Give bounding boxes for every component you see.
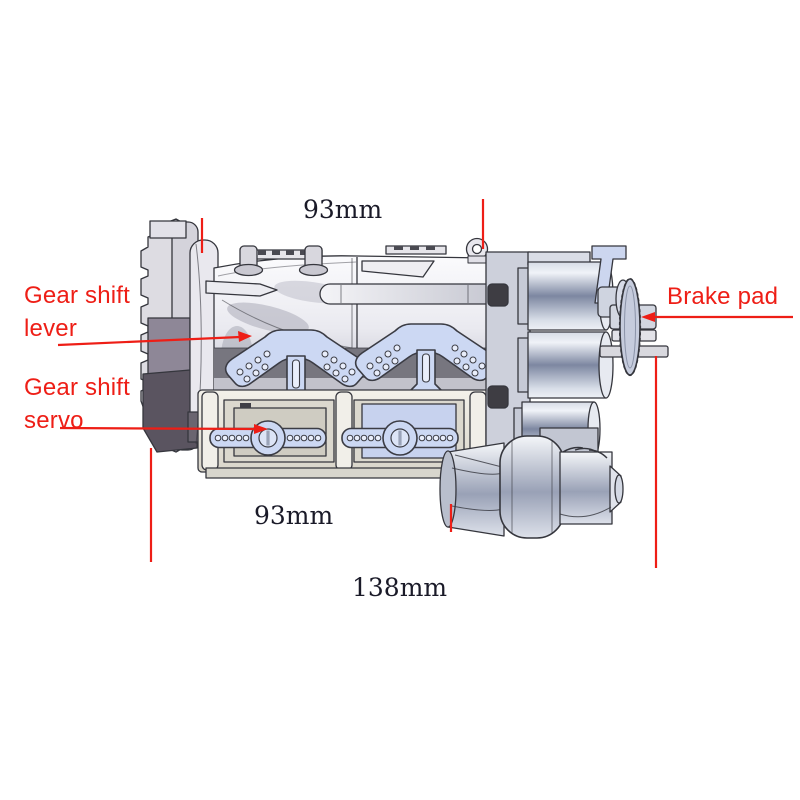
servo-bay bbox=[197, 389, 505, 479]
dimension-servo-bay-width: 93mm bbox=[254, 501, 334, 530]
mounting-post bbox=[233, 245, 264, 277]
mounting-post bbox=[298, 245, 329, 277]
arrowhead-brake-pad bbox=[641, 312, 655, 322]
callout-gear-shift-lever: Gear shift lever bbox=[24, 282, 131, 342]
leader-gear-shift-lever bbox=[57, 335, 241, 347]
output-drum bbox=[439, 427, 624, 539]
leader-gear-shift-servo bbox=[59, 426, 257, 431]
dimension-top-width: 93mm bbox=[303, 195, 383, 224]
brake-disc bbox=[615, 277, 642, 377]
top-fittings bbox=[205, 237, 498, 305]
arrowhead-gear-shift-lever bbox=[238, 331, 252, 342]
dimension-overall-length: 138mm bbox=[352, 573, 448, 602]
lifting-lug bbox=[465, 237, 489, 264]
arrowhead-gear-shift-servo bbox=[254, 424, 268, 434]
callout-brake-pad: Brake pad bbox=[667, 283, 779, 310]
selector-rod bbox=[319, 283, 498, 305]
shift-rod-tip bbox=[205, 280, 278, 297]
callout-gear-shift-servo: Gear shift servo bbox=[24, 374, 131, 434]
top-wedge bbox=[361, 260, 435, 278]
